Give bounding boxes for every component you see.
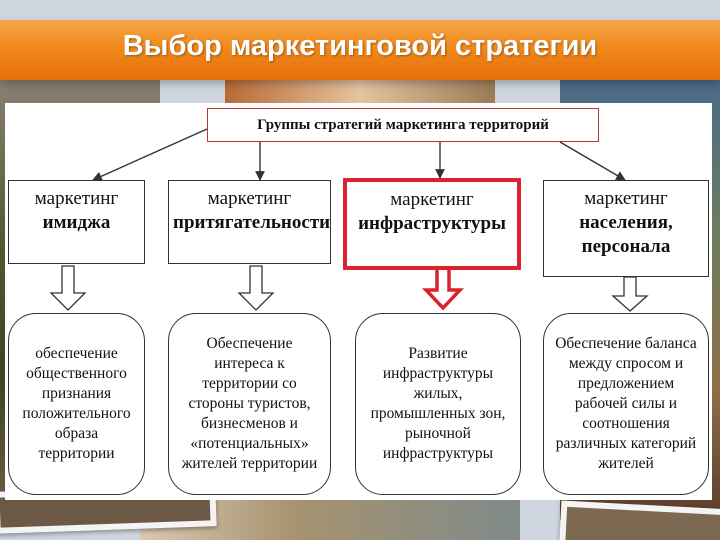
category-image-line2: имиджа <box>42 212 111 233</box>
result-image-text: обеспечение общественного признания поло… <box>22 345 131 462</box>
result-population: Обеспечение баланса между спросом и пред… <box>543 313 709 495</box>
block-arrow-1 <box>49 265 87 311</box>
category-infrastructure-line1: маркетинг <box>390 189 474 210</box>
connector-image <box>92 128 208 181</box>
result-population-text: Обеспечение баланса между спросом и пред… <box>555 335 697 472</box>
result-image: обеспечение общественного признания поло… <box>8 313 145 495</box>
result-attraction-text: Обеспечение интереса к территории со сто… <box>181 335 318 472</box>
connector-population <box>559 141 626 181</box>
block-arrow-2 <box>237 265 275 311</box>
category-population-line2: населения, персонала <box>579 212 673 257</box>
root-strategy-groups: Группы стратегий маркетинга территорий <box>207 108 599 142</box>
category-population: маркетинг населения, персонала <box>543 180 709 277</box>
result-attraction: Обеспечение интереса к территории со сто… <box>168 313 331 495</box>
diagram-panel: Группы стратегий маркетинга территорий м… <box>5 103 712 500</box>
block-arrow-4 <box>611 276 649 312</box>
slide-title: Выбор маркетинговой стратегии <box>122 29 598 62</box>
category-image: маркетинг имиджа <box>8 180 145 264</box>
category-population-line1: маркетинг <box>584 188 668 209</box>
block-arrow-3 <box>421 266 465 311</box>
category-image-line1: маркетинг <box>34 188 119 209</box>
category-attraction-line2: притягательности <box>173 212 331 233</box>
connectors <box>49 128 649 312</box>
category-infrastructure: маркетинг инфраструктуры <box>343 178 521 270</box>
category-infrastructure-line2: инфраструктуры <box>358 213 506 234</box>
category-attraction: маркетинг притягательности <box>168 180 331 264</box>
title-bar: Выбор маркетинговой стратегии <box>0 20 720 80</box>
result-infrastructure: Развитие инфраструктуры жилых, промышлен… <box>355 313 521 495</box>
category-attraction-line1: маркетинг <box>207 188 292 209</box>
result-infrastructure-text: Развитие инфраструктуры жилых, промышлен… <box>370 345 506 462</box>
